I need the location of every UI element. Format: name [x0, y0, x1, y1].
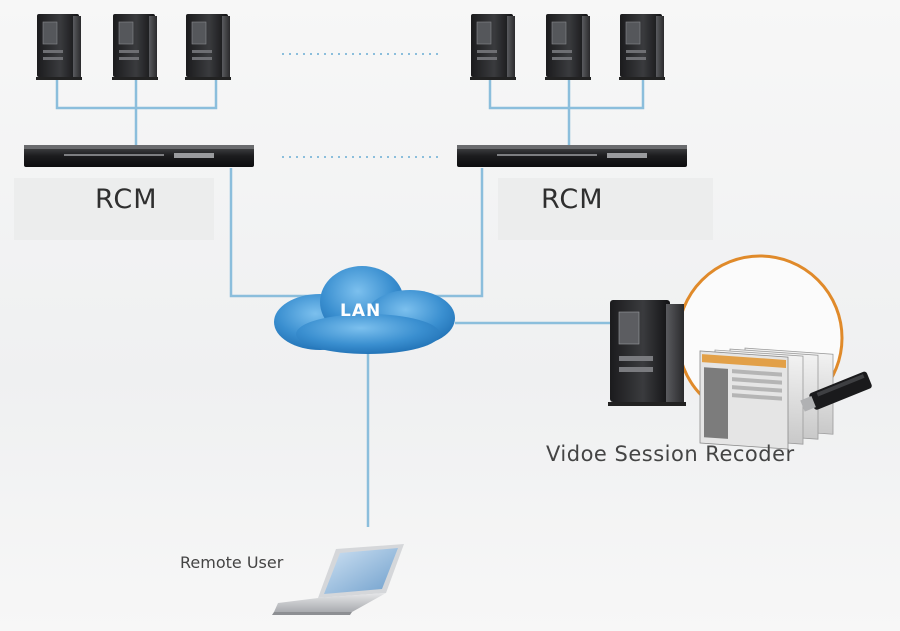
- rcm-left-to-lan-link: [229, 168, 320, 298]
- server-tower-icon: [185, 14, 231, 80]
- server-tower-icon: [619, 14, 665, 80]
- network-links: [55, 78, 645, 527]
- lan-label: LAN: [340, 301, 382, 321]
- rcm-right-to-lan-link: [430, 168, 484, 298]
- server-tower-icon: [36, 14, 82, 80]
- usb-dongle-icon: [800, 371, 872, 412]
- recorder-server-icon: [608, 300, 686, 406]
- rcm-left-label: RCM: [95, 184, 158, 215]
- kvm-switch-icon: [457, 145, 687, 167]
- lan-cloud-icon: [274, 266, 455, 354]
- remote-user-label: Remote User: [180, 553, 284, 572]
- rcm-right-backdrop: [498, 178, 713, 240]
- server-links-left: [55, 78, 218, 148]
- laptop-icon: [272, 544, 404, 615]
- kvm-switch-icon: [24, 145, 254, 167]
- ellipsis-dots: [282, 53, 440, 158]
- rcm-right-label: RCM: [541, 184, 604, 215]
- rcm-left-backdrop: [14, 178, 214, 240]
- server-tower-icon: [470, 14, 516, 80]
- server-tower-icon: [545, 14, 591, 80]
- server-tower-icon: [112, 14, 158, 80]
- video-session-recorder-label: Vidoe Session Recoder: [546, 442, 795, 466]
- recorder-group: [608, 254, 872, 450]
- server-links-right: [488, 78, 645, 148]
- screenshot-stack: [699, 347, 834, 450]
